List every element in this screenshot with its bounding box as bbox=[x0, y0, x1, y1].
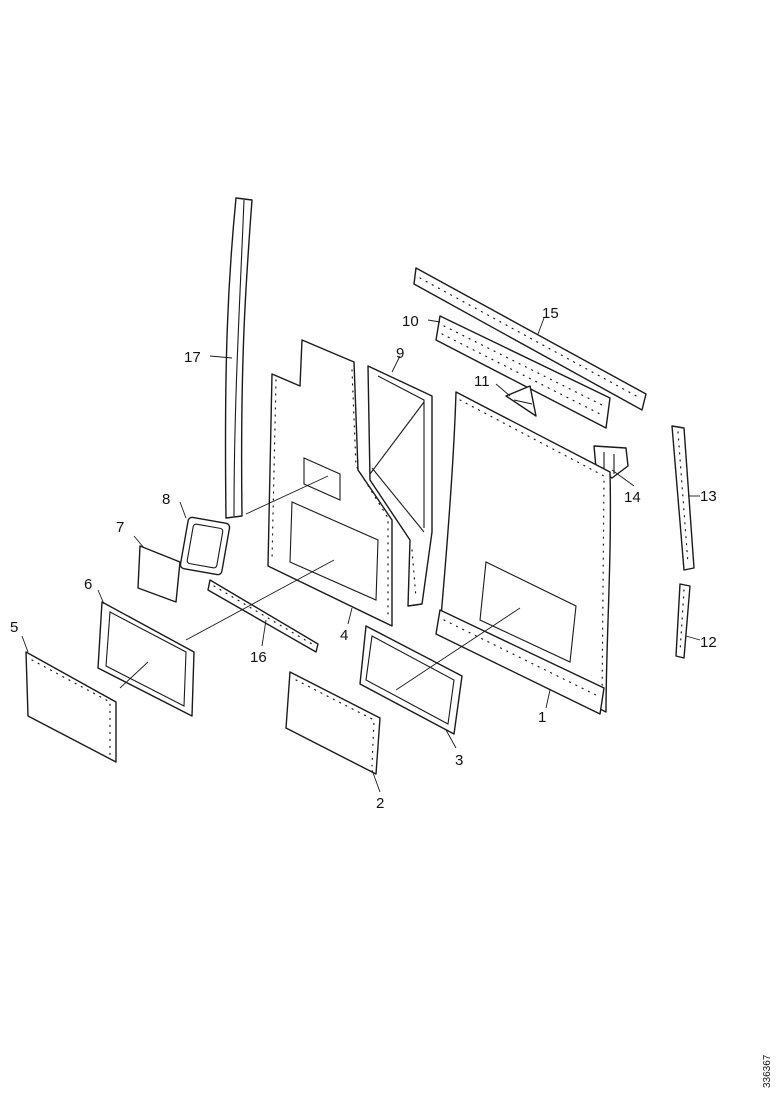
part-2-glass bbox=[285, 671, 381, 775]
callout-8: 8 bbox=[162, 491, 170, 508]
callout-4: 4 bbox=[340, 627, 348, 644]
part-12-strip bbox=[675, 583, 691, 659]
callout-9: 9 bbox=[396, 345, 404, 362]
part-1-side-panel bbox=[435, 391, 612, 715]
leader-lines bbox=[21, 317, 701, 793]
part-7-glass bbox=[137, 545, 181, 603]
callout-3: 3 bbox=[455, 752, 463, 769]
callout-15: 15 bbox=[542, 305, 559, 322]
callout-17: 17 bbox=[184, 349, 201, 366]
part-10-bar bbox=[435, 315, 611, 429]
part-5-glass bbox=[25, 651, 117, 763]
callout-2: 2 bbox=[376, 795, 384, 812]
callout-10: 10 bbox=[402, 313, 419, 330]
document-reference-number: 336367 bbox=[762, 1054, 773, 1088]
part-6-window-frame bbox=[97, 601, 195, 717]
callout-1: 1 bbox=[538, 709, 546, 726]
callout-labels: 1 2 3 4 5 6 7 8 9 10 11 12 13 14 15 16 1… bbox=[10, 305, 717, 812]
part-13-strip bbox=[671, 425, 695, 571]
part-8-window-frame bbox=[179, 516, 231, 576]
callout-11: 11 bbox=[474, 373, 490, 390]
callout-7: 7 bbox=[116, 519, 124, 536]
part-17-pillar bbox=[224, 197, 253, 519]
callout-14: 14 bbox=[624, 489, 641, 506]
callout-13: 13 bbox=[700, 488, 717, 505]
part-15-upper-rail bbox=[413, 267, 647, 411]
callout-5: 5 bbox=[10, 619, 18, 636]
part-9-frame bbox=[367, 365, 433, 607]
callout-6: 6 bbox=[84, 576, 92, 593]
part-16-lower-rail bbox=[207, 579, 319, 653]
part-4-inner-panel bbox=[267, 339, 393, 627]
part-11-bracket bbox=[505, 385, 537, 417]
callout-16: 16 bbox=[250, 649, 267, 666]
callout-12: 12 bbox=[700, 634, 717, 651]
